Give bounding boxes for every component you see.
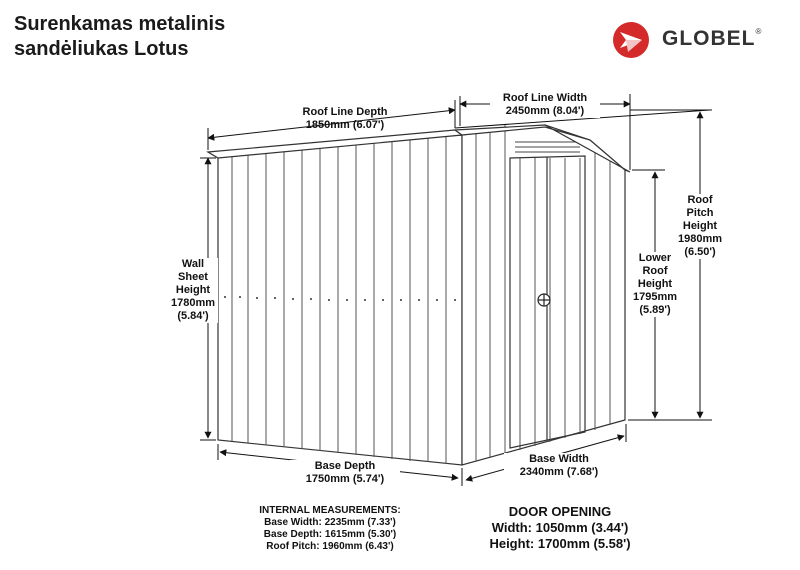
roof-line-depth-label: Roof Line Depth 1850mm (6.07') — [302, 106, 388, 131]
base-depth-label: Base Depth 1750mm (5.74') — [290, 460, 400, 486]
roof-line-width-label: Roof Line Width 2450mm (8.04') — [490, 92, 600, 118]
lower-roof-height-label: Lower Roof Height 1795mm (5.89') — [628, 252, 682, 317]
side-wall-ribs — [231, 136, 447, 464]
front-face-ribs — [475, 125, 611, 461]
wall-sheet-height-label: Wall Sheet Height 1780mm (5.84') — [168, 258, 218, 323]
base-width-label: Base Width 2340mm (7.68') — [504, 453, 614, 479]
page-title: Surenkamas metalinis sandėliukas Lotus — [14, 12, 314, 62]
title-line-2: sandėliukas Lotus — [14, 38, 189, 60]
title-line-1: Surenkamas metalinis — [14, 13, 226, 35]
door-width: Width: 1050mm (3.44') — [491, 520, 629, 535]
gable-vent — [515, 141, 580, 153]
globel-logo-icon — [613, 22, 649, 58]
door-opening: DOOR OPENING Width: 1050mm (3.44') Heigh… — [480, 504, 640, 552]
internal-base-width: Base Width: 2235mm (7.33') — [264, 517, 396, 528]
side-wall-rivets — [224, 296, 456, 301]
internal-base-depth: Base Depth: 1615mm (5.30') — [263, 529, 397, 540]
door-handle-icon — [537, 293, 551, 307]
roof-pitch-height-label: Roof Pitch Height 1980mm (6.50') — [672, 194, 728, 259]
internal-measurements: INTERNAL MEASUREMENTS: Base Width: 2235m… — [250, 505, 410, 553]
door-height: Height: 1700mm (5.58') — [489, 536, 631, 551]
brand-name: GLOBEL® — [662, 27, 763, 50]
internal-roof-pitch: Roof Pitch: 1960mm (6.43') — [266, 541, 394, 552]
shed-side-wall — [217, 134, 463, 466]
door-heading: DOOR OPENING — [508, 504, 612, 519]
internal-heading: INTERNAL MEASUREMENTS: — [259, 505, 401, 516]
